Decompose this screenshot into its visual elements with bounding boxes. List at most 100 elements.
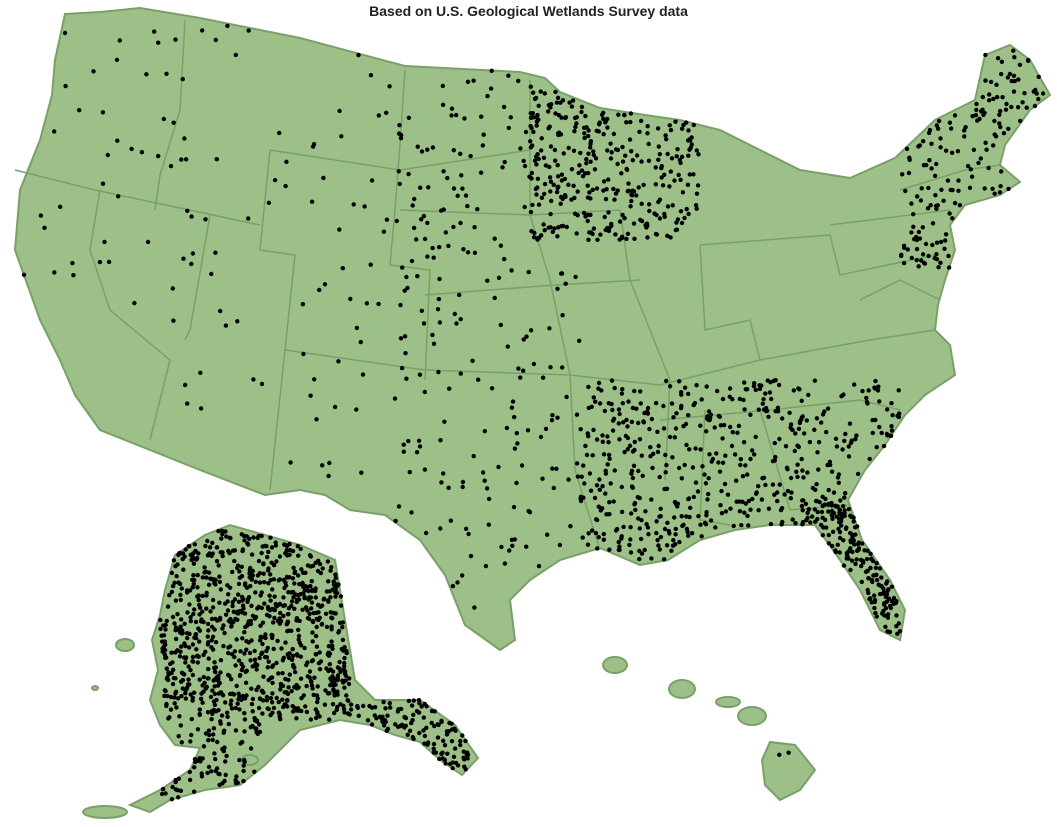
wetland-point — [554, 100, 560, 105]
wetland-point — [636, 516, 641, 521]
wetland-point — [732, 452, 738, 457]
wetland-point — [672, 435, 677, 440]
wetland-point — [521, 337, 526, 342]
wetland-point — [492, 236, 497, 241]
wetland-point — [193, 619, 199, 625]
wetland-point — [608, 141, 613, 146]
wetland-point — [525, 428, 531, 433]
wetland-point — [877, 399, 882, 404]
wetland-point — [236, 697, 241, 702]
wetland-point — [791, 388, 796, 393]
wetland-point — [449, 721, 454, 726]
wetland-point — [180, 677, 186, 683]
wetland-point — [393, 722, 398, 727]
wetland-point — [930, 242, 935, 248]
wetland-point — [684, 120, 689, 125]
wetland-point — [215, 618, 220, 623]
wetland-point — [667, 434, 673, 440]
wetland-point — [116, 194, 121, 199]
wetland-point — [454, 112, 459, 118]
wetland-point — [864, 399, 870, 404]
wetland-point — [397, 181, 402, 187]
wetland-point — [704, 384, 709, 389]
wetland-point — [252, 648, 257, 654]
wetland-point — [521, 368, 526, 373]
wetland-point — [796, 426, 802, 431]
wetland-point — [929, 141, 934, 146]
wetland-point — [672, 515, 677, 520]
wetland-point — [1024, 105, 1029, 110]
wetland-point — [223, 759, 228, 764]
wetland-point — [826, 532, 831, 538]
wetland-point — [220, 553, 225, 559]
wetland-point — [173, 37, 178, 42]
wetland-point — [695, 183, 701, 188]
wetland-point — [646, 202, 652, 207]
wetland-point — [161, 116, 166, 122]
wetland-point — [310, 686, 315, 691]
wetland-point — [688, 145, 693, 150]
wetland-point — [195, 727, 201, 732]
wetland-point — [619, 391, 625, 396]
wetland-point — [241, 768, 246, 774]
wetland-point — [195, 572, 200, 578]
wetland-point — [406, 171, 411, 177]
wetland-point — [528, 139, 533, 144]
wetland-point — [835, 542, 840, 547]
wetland-point — [206, 738, 211, 743]
wetland-point — [406, 115, 412, 121]
wetland-point — [612, 385, 617, 391]
wetland-point — [895, 631, 900, 636]
wetland-point — [619, 484, 624, 490]
wetland-point — [235, 780, 240, 785]
wetland-point — [261, 674, 266, 679]
wetland-point — [527, 174, 532, 179]
wetland-point — [253, 579, 258, 584]
wetland-point — [102, 239, 107, 245]
wetland-point — [280, 697, 285, 702]
wetland-point — [757, 386, 763, 392]
wetland-point — [884, 592, 890, 597]
wetland-point — [372, 713, 377, 718]
wetland-point — [184, 590, 190, 595]
wetland-point — [266, 659, 271, 664]
wetland-point — [656, 144, 661, 149]
wetland-point — [307, 611, 312, 616]
wetland-point — [610, 407, 615, 413]
wetland-point — [854, 557, 859, 562]
wetland-point — [616, 539, 621, 545]
wetland-point — [486, 496, 492, 502]
wetland-point — [272, 178, 278, 183]
wetland-point — [283, 640, 288, 645]
wetland-point — [586, 384, 591, 390]
wetland-point — [542, 228, 547, 233]
wetland-point — [555, 234, 560, 239]
wetland-point — [626, 188, 631, 193]
wetland-point — [804, 418, 809, 423]
wetland-point — [882, 613, 887, 618]
wetland-point — [465, 750, 470, 755]
wetland-point — [329, 565, 334, 570]
wetland-point — [916, 264, 921, 269]
wetland-point — [776, 382, 782, 388]
wetland-point — [586, 133, 591, 139]
wetland-point — [333, 575, 338, 581]
wetland-point — [592, 495, 598, 501]
wetland-point — [571, 183, 576, 188]
wetland-point — [236, 592, 241, 597]
wetland-point — [443, 230, 448, 235]
wetland-point — [263, 632, 268, 637]
wetland-point — [872, 605, 877, 611]
wetland-point — [562, 176, 568, 182]
wetland-point — [457, 292, 462, 298]
wetland-point — [395, 709, 401, 714]
wetland-point — [162, 693, 167, 699]
wetland-point — [916, 229, 922, 235]
wetland-point — [310, 639, 315, 644]
wetland-point — [730, 430, 735, 435]
wetland-point — [355, 704, 360, 709]
wetland-point — [976, 160, 981, 166]
wetland-point — [881, 443, 887, 449]
wetland-point — [419, 217, 424, 222]
